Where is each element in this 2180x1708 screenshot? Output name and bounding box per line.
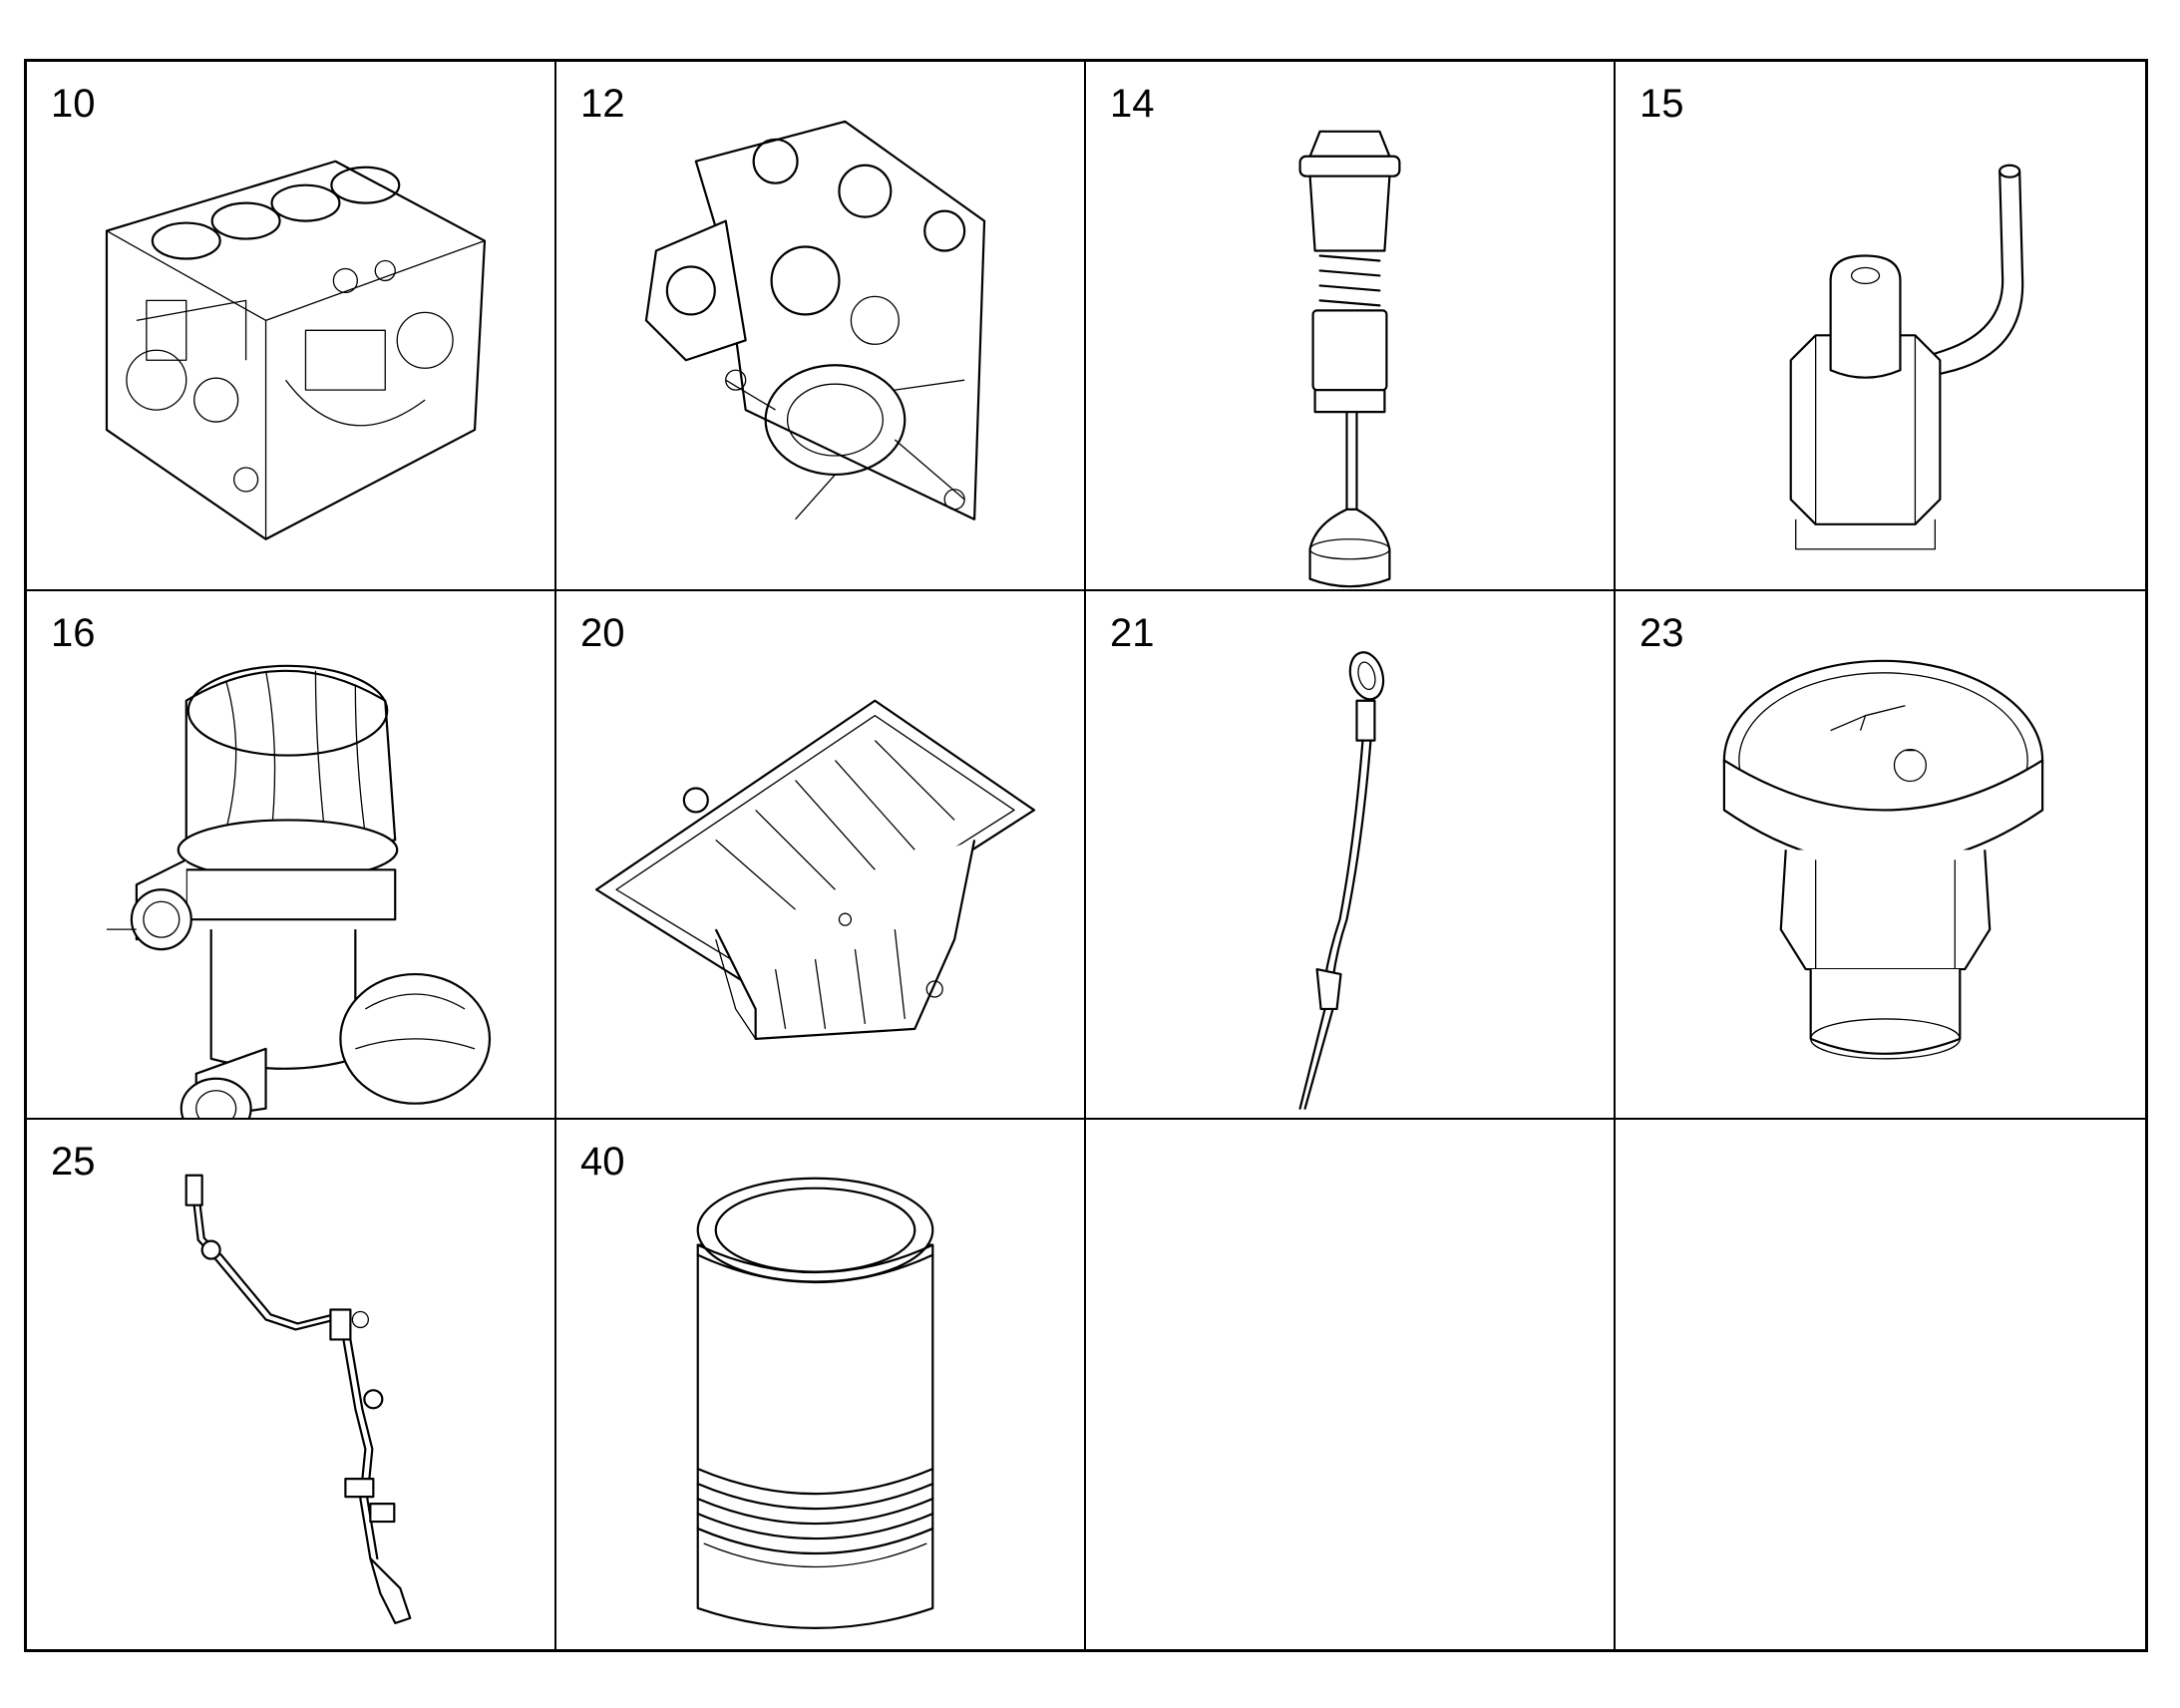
- part-cell-23[interactable]: 23: [1616, 591, 2145, 1121]
- part-cell-14[interactable]: 14: [1086, 62, 1616, 591]
- part-number: 25: [51, 1140, 96, 1185]
- part-cell-12[interactable]: 12: [556, 62, 1086, 591]
- part-number: 21: [1110, 610, 1155, 655]
- part-number: 14: [1110, 82, 1155, 126]
- part-cell-40[interactable]: 40: [556, 1120, 1086, 1649]
- part-number: 20: [580, 610, 625, 655]
- empty-cell: [1616, 1120, 2145, 1649]
- part-number: 12: [580, 82, 625, 126]
- part-number: 10: [51, 82, 96, 126]
- empty-cell: [1086, 1120, 1616, 1649]
- part-cell-21[interactable]: 21: [1086, 590, 1616, 1121]
- valve-icon: [1298, 130, 1401, 588]
- parts-grid: 10 12: [24, 59, 2148, 1652]
- part-cell-10[interactable]: 10: [27, 62, 556, 591]
- part-number: 15: [1639, 82, 1684, 126]
- dipstick-icon: [1298, 650, 1385, 1110]
- part-cell-16[interactable]: 16: [27, 590, 556, 1121]
- wiring-harness-icon: [184, 1174, 412, 1625]
- part-number: 40: [580, 1140, 625, 1185]
- part-cell-25[interactable]: 25: [27, 1120, 556, 1649]
- part-cell-20[interactable]: 20: [556, 590, 1086, 1121]
- timing-cover-icon: [644, 120, 986, 520]
- oil-separator-icon: [106, 664, 492, 1119]
- engine-block-icon: [105, 160, 487, 540]
- part-number: 23: [1639, 610, 1684, 655]
- oil-nozzle-icon: [1789, 164, 2024, 550]
- oil-pan-icon: [594, 699, 1036, 1040]
- cylinder-liner-icon: [696, 1177, 934, 1630]
- oil-filler-cap-icon: [1722, 659, 2044, 1060]
- part-cell-15[interactable]: 15: [1616, 62, 2145, 591]
- part-number: 16: [51, 610, 96, 655]
